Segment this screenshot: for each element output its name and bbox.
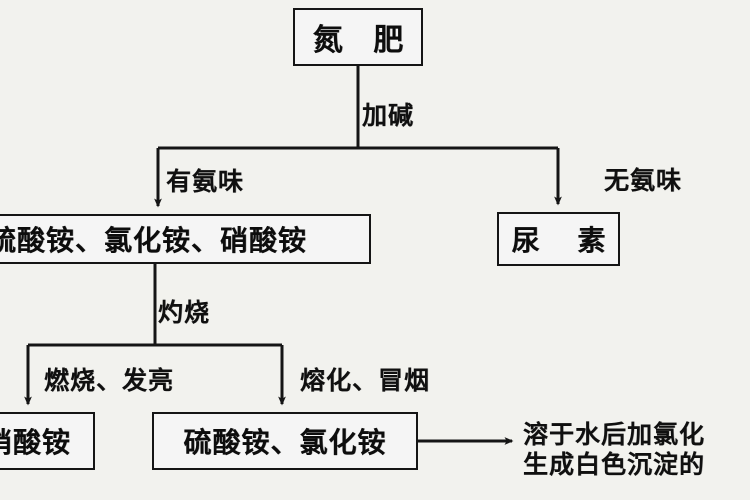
conclusion-note-line2: 生成白色沉淀的 xyxy=(523,449,706,479)
edge-label-melts-smokes: 熔化、冒烟 xyxy=(300,366,431,395)
edge-label-ignition: 灼烧 xyxy=(158,298,211,327)
edge-label-add-alkali: 加碱 xyxy=(362,101,415,130)
node-ammonium-salts-label: 硫酸铵、氯化铵、硝酸铵 xyxy=(0,224,308,257)
node-ammonium-sulfate-chloride[interactable]: 硫酸铵、氯化铵 xyxy=(152,412,418,470)
node-ammonium-nitrate[interactable]: 硝酸铵 xyxy=(0,412,95,470)
node-ammonium-sulfate-chloride-label: 硫酸铵、氯化铵 xyxy=(183,426,387,459)
edge-label-has-ammonia-smell: 有氨味 xyxy=(166,167,245,196)
node-nitrogen-fertilizer-label: 氮 肥 xyxy=(312,23,414,58)
edge-label-burns-glows: 燃烧、发亮 xyxy=(44,366,175,395)
conclusion-note: 溶于水后加氯化 生成白色沉淀的 xyxy=(523,420,705,479)
node-urea[interactable]: 尿 素 xyxy=(497,212,620,266)
node-ammonium-nitrate-label: 硝酸铵 xyxy=(0,426,72,459)
node-nitrogen-fertilizer[interactable]: 氮 肥 xyxy=(293,8,423,66)
conclusion-note-line1: 溶于水后加氯化 xyxy=(523,420,706,449)
node-urea-label: 尿 素 xyxy=(511,224,620,257)
edge-label-no-ammonia-smell: 无氨味 xyxy=(604,166,683,195)
node-ammonium-salts[interactable]: 硫酸铵、氯化铵、硝酸铵 xyxy=(0,214,371,264)
